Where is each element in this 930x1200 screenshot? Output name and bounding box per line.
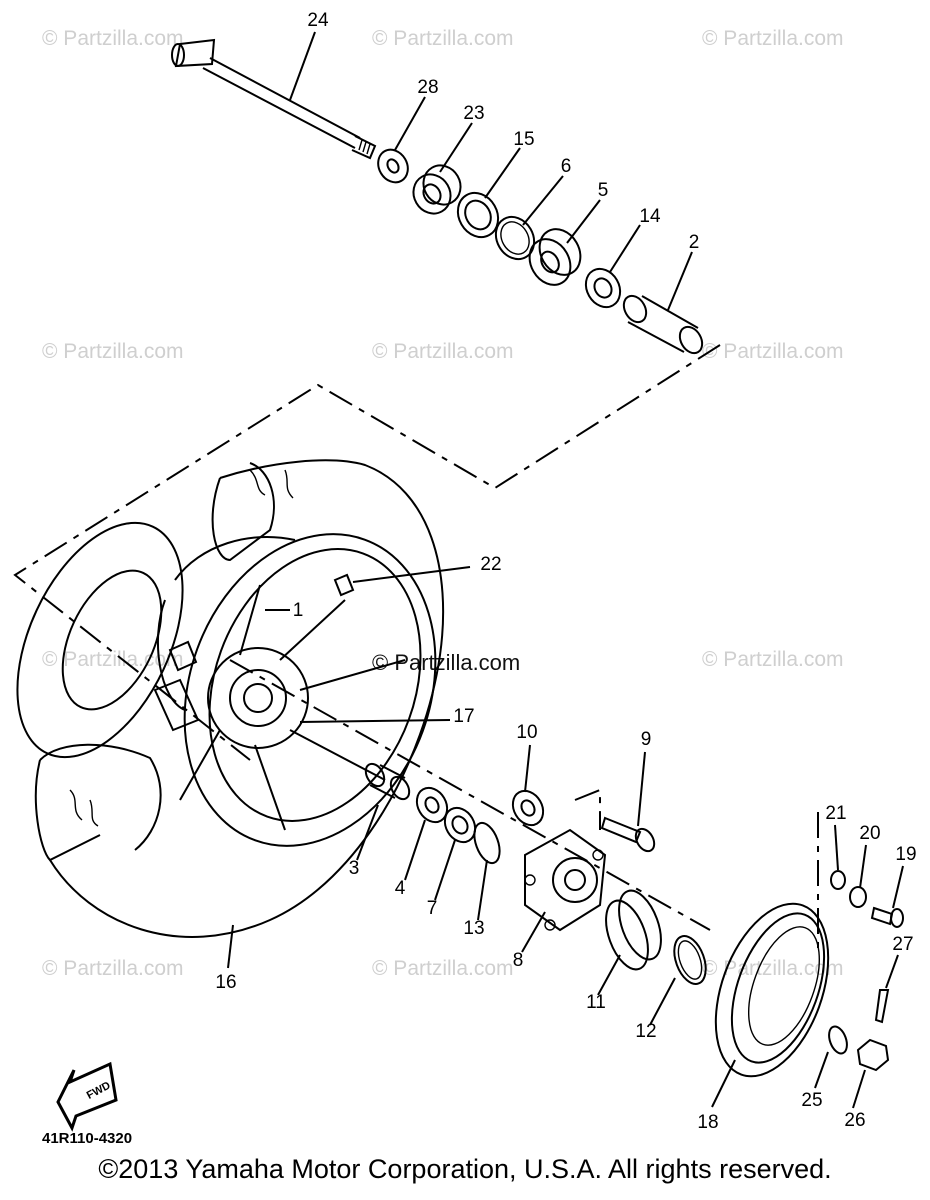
watermark: © Partzilla.com — [702, 340, 844, 363]
wheel-part — [153, 533, 437, 847]
watermark: © Partzilla.com — [42, 957, 184, 980]
part-label: 19 — [895, 844, 916, 865]
watermark: © Partzilla.com — [42, 340, 184, 363]
part-label: 26 — [844, 1110, 865, 1131]
part-label: 15 — [513, 129, 534, 150]
part-label: 24 — [307, 10, 329, 31]
part-label: 25 — [801, 1090, 822, 1111]
part-label: 6 — [561, 156, 572, 177]
part-labels: 24 28 23 15 6 5 14 2 22 1 17 10 9 3 4 7 … — [215, 10, 916, 1133]
part-label: 9 — [641, 729, 652, 750]
part-label: 14 — [639, 206, 661, 227]
watermark: © Partzilla.com — [702, 648, 844, 671]
part-label: 27 — [892, 934, 913, 955]
part-label: 17 — [453, 706, 474, 727]
diagram-code: 41R110-4320 — [42, 1130, 132, 1147]
part-label: 21 — [825, 803, 846, 824]
part-label: 11 — [586, 992, 606, 1013]
watermark: © Partzilla.com — [372, 340, 514, 363]
assembly-guides — [13, 344, 819, 948]
part-label: 10 — [516, 722, 537, 743]
part-label: 5 — [598, 180, 609, 201]
watermark: © Partzilla.com — [42, 27, 184, 50]
part-label: 16 — [215, 972, 236, 993]
part-label: 3 — [349, 858, 360, 879]
watermark: © Partzilla.com — [372, 957, 514, 980]
part-label: 1 — [293, 600, 304, 621]
axle-part — [171, 38, 377, 160]
part-label: 23 — [463, 103, 484, 124]
watermarks: © Partzilla.com © Partzilla.com © Partzi… — [42, 27, 844, 980]
front-arrow-icon: FWD — [56, 1061, 118, 1132]
part-label: 22 — [480, 554, 501, 575]
leader-lines — [227, 31, 904, 1109]
bearing-parts-top — [377, 148, 704, 355]
part-label: 8 — [513, 950, 524, 971]
part-label: 4 — [395, 878, 406, 899]
part-label: 2 — [689, 232, 700, 253]
tire-part — [16, 459, 445, 938]
copyright-text: ©2013 Yamaha Motor Corporation, U.S.A. A… — [98, 1154, 832, 1184]
watermark: © Partzilla.com — [702, 27, 844, 50]
watermark: © Partzilla.com — [42, 648, 184, 671]
part-label: 12 — [635, 1021, 656, 1042]
part-label: 20 — [859, 823, 880, 844]
watermark: © Partzilla.com — [372, 27, 514, 50]
part-label: 13 — [463, 918, 484, 939]
watermark: © Partzilla.com — [702, 957, 844, 980]
part-label: 28 — [417, 77, 438, 98]
part-label: 18 — [697, 1112, 718, 1133]
hub-parts — [364, 762, 904, 1078]
part-label: 7 — [427, 898, 438, 919]
